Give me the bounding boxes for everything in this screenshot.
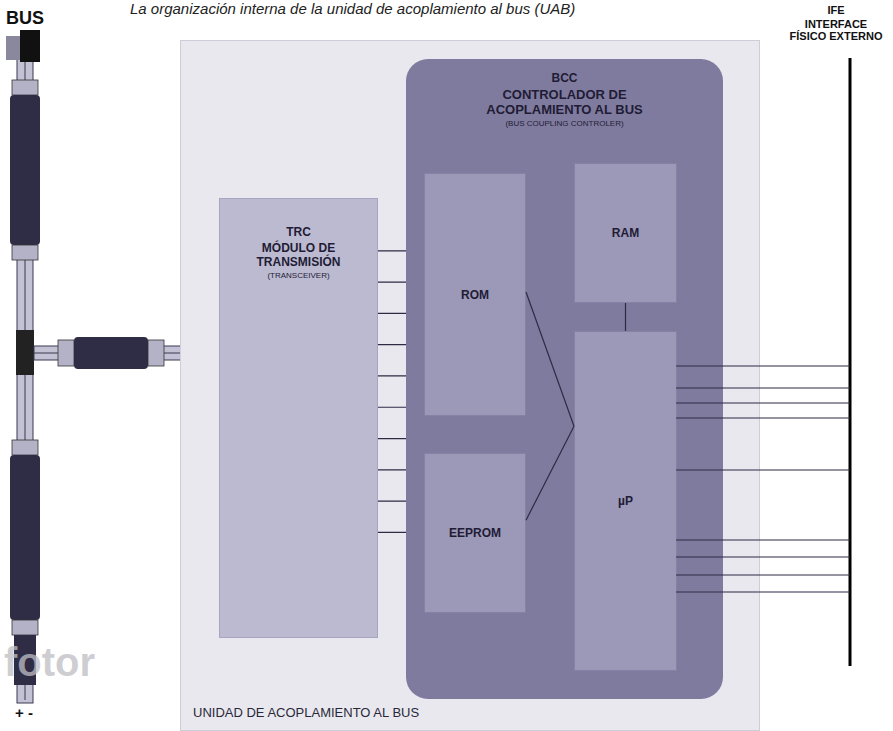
memory-block: EEPROM <box>424 453 526 613</box>
box-text: (BUS COUPLING CONTROLER) <box>505 119 623 128</box>
polarity-sign: - <box>28 704 33 721</box>
controller-panel: BCC CONTROLADOR DE ACOPLAMIENTO AL BUS (BU… <box>406 59 723 699</box>
interface-label: INTERFACE FÍSICO EXTERNO <box>786 18 886 42</box>
box-heading: ROM <box>461 288 489 302</box>
box-heading: RAM <box>612 226 639 240</box>
transceiver-box: TRC MÓDULO DE TRANSMISIÓN (TRANSCEIVER) <box>219 198 378 638</box>
connector-wire <box>526 292 574 426</box>
memory-block: ROM <box>424 173 526 416</box>
box-heading: BCC <box>552 71 578 85</box>
box-heading: µP <box>618 494 633 508</box>
memory-block: RAM <box>574 163 677 303</box>
connector-wire <box>625 303 626 331</box>
polarity-sign: + <box>15 704 24 721</box>
watermark: fotor <box>4 640 95 685</box>
figure-caption: La organización interna de la unidad de … <box>130 0 575 17</box>
box-text: CONTROLADOR DE ACOPLAMIENTO AL BUS <box>470 87 660 117</box>
connector-wire <box>378 251 406 533</box>
box-text: (TRANSCEIVER) <box>267 271 329 280</box>
box-heading: EEPROM <box>449 526 501 540</box>
unit-housing: UNIDAD DE ACOPLAMIENTO AL BUS TRC MÓDULO D… <box>180 40 760 731</box>
processor-block: µP <box>574 331 677 671</box>
interface-label: IFE <box>786 4 886 16</box>
bus-label: BUS <box>6 8 44 29</box>
box-heading: TRC <box>286 225 311 239</box>
box-heading: UNIDAD DE ACOPLAMIENTO AL BUS <box>193 705 419 720</box>
connector-wire <box>526 426 574 520</box>
box-text: MÓDULO DE TRANSMISIÓN <box>243 241 355 269</box>
